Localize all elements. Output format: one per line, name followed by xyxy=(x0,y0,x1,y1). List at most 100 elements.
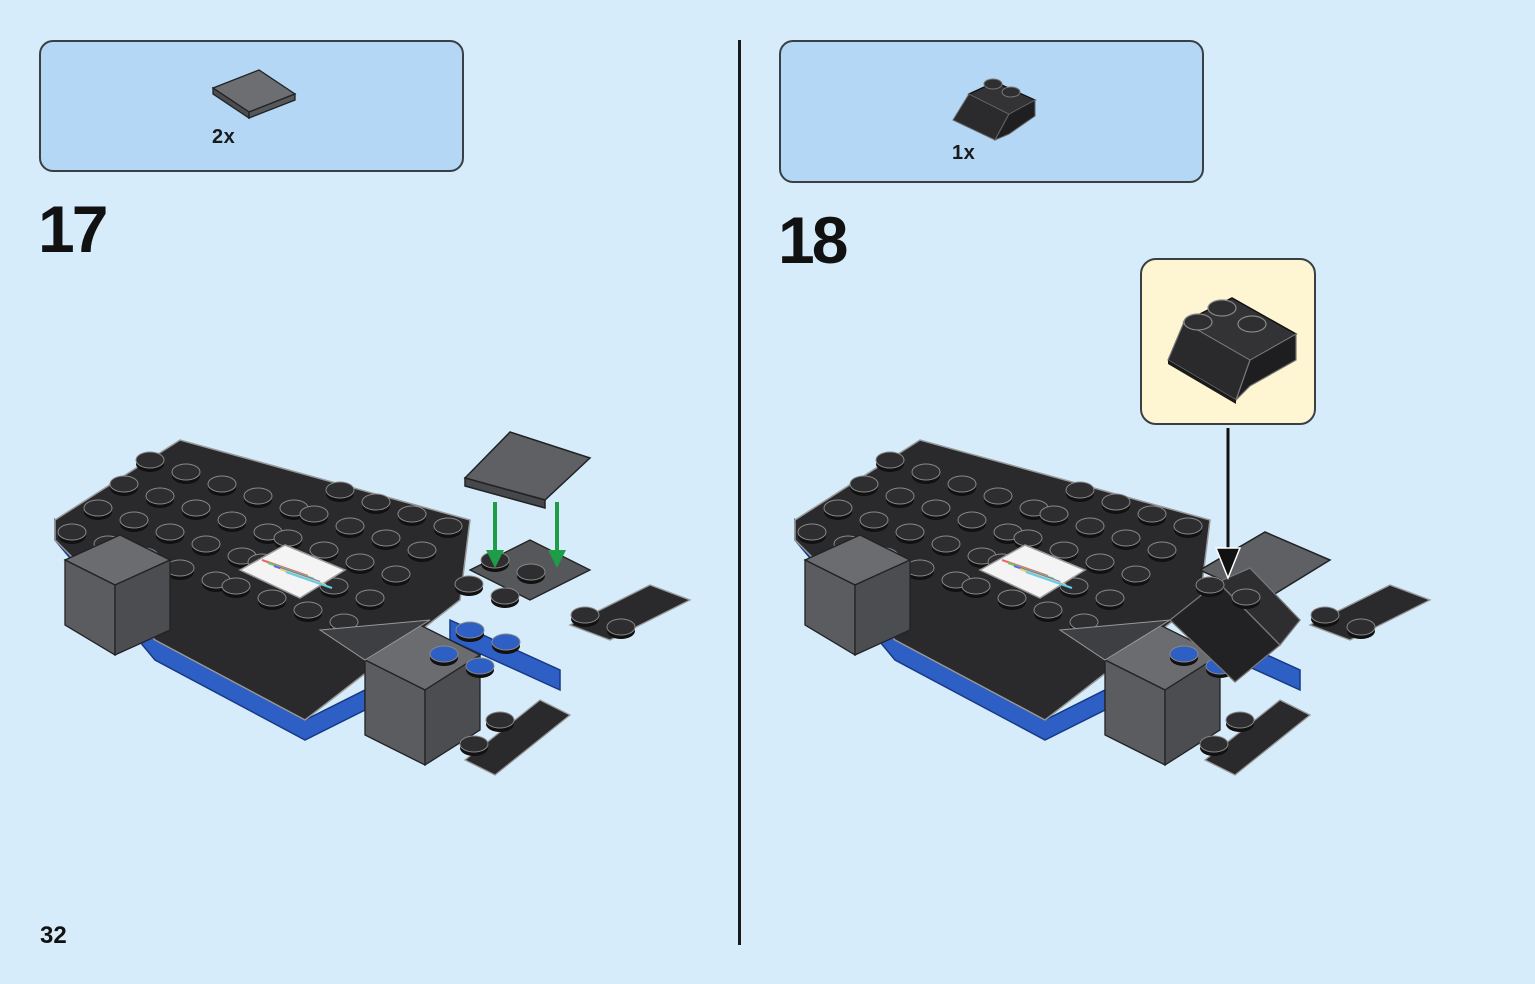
tile-print-line xyxy=(1025,571,1073,589)
left-plate-stud xyxy=(109,475,139,493)
front-arm-stud xyxy=(1225,711,1255,729)
left-plate-stud xyxy=(823,499,853,517)
left-plate-stud xyxy=(119,511,149,529)
step-18-parts-callout: 1x xyxy=(779,40,1204,183)
left-plate-stud xyxy=(931,535,961,553)
slope-stud xyxy=(1231,588,1261,606)
left-plate-stud xyxy=(947,475,977,493)
right-arm-stud xyxy=(1346,618,1376,636)
part-quantity: 2x xyxy=(212,126,236,148)
right-plate-stud xyxy=(1095,589,1125,607)
left-plate-stud xyxy=(171,463,201,481)
left-plate-stud xyxy=(135,451,165,469)
left-plate-stud xyxy=(859,511,889,529)
right-plate-stud xyxy=(221,577,251,595)
step-17-parts-callout: 2x xyxy=(39,40,464,172)
step-17-model-illustration xyxy=(54,431,692,776)
right-plate-stud xyxy=(1033,601,1063,619)
left-plate-stud xyxy=(191,535,221,553)
slope-brick-2x2-icon xyxy=(952,78,1037,142)
blue-area-stud xyxy=(491,633,521,651)
right-plate-stud xyxy=(433,517,463,535)
left-plate-stud xyxy=(83,499,113,517)
right-arm-stud xyxy=(606,618,636,636)
grey-block-side xyxy=(114,558,171,657)
right-arm-stud xyxy=(1310,606,1340,624)
left-plate-stud xyxy=(797,523,827,541)
right-plate-stud xyxy=(293,601,323,619)
step-number: 17 xyxy=(38,192,108,266)
placement-arrow-head xyxy=(1214,547,1242,581)
left-plate-stud xyxy=(885,487,915,505)
left-plate-stud xyxy=(983,487,1013,505)
left-plate-stud xyxy=(921,499,951,517)
right-plate-stud xyxy=(1137,505,1167,523)
right-arm-plate xyxy=(1308,584,1432,641)
left-plate-stud xyxy=(849,475,879,493)
right-plate-stud xyxy=(1101,493,1131,511)
left-plate-stud xyxy=(181,499,211,517)
front-arm-stud xyxy=(1199,735,1229,753)
page-divider xyxy=(738,40,741,945)
left-plate-stud xyxy=(217,511,247,529)
raised-base-stud xyxy=(516,563,546,581)
right-plate-stud xyxy=(371,529,401,547)
placement-arrow-head xyxy=(486,550,504,568)
blue-area-stud xyxy=(429,645,459,663)
right-plate-stud xyxy=(257,589,287,607)
step-number: 18 xyxy=(778,203,848,277)
grey-block-side xyxy=(854,558,911,657)
page-number: 32 xyxy=(40,922,67,949)
slope-stud xyxy=(1195,576,1225,594)
front-arm-plate xyxy=(1203,699,1312,776)
wedge-slope xyxy=(318,619,431,661)
left-plate-stud xyxy=(895,523,925,541)
right-plate-stud xyxy=(1121,565,1151,583)
blue-area-stud xyxy=(1169,645,1199,663)
falling-flat-tile-side xyxy=(464,477,546,509)
placement-arrow-head xyxy=(548,550,566,568)
right-plate-stud xyxy=(381,565,411,583)
right-plate-stud xyxy=(1075,517,1105,535)
right-arm-stud xyxy=(570,606,600,624)
right-plate-stud xyxy=(1049,541,1079,559)
right-plate-stud xyxy=(1147,541,1177,559)
left-plate-stud xyxy=(911,463,941,481)
right-plate-stud xyxy=(355,589,385,607)
raised-base-stud xyxy=(490,587,520,605)
right-plate-stud xyxy=(273,529,303,547)
right-plate-stud xyxy=(1111,529,1141,547)
left-plate-stud xyxy=(875,451,905,469)
right-plate-stud xyxy=(345,553,375,571)
slope-brick-2x2-zoom-icon xyxy=(1167,297,1298,404)
front-arm-stud xyxy=(485,711,515,729)
flat-tile-2x2-icon xyxy=(211,69,297,120)
raised-base-stud xyxy=(454,575,484,593)
right-plate-stud xyxy=(1065,481,1095,499)
right-plate-stud xyxy=(325,481,355,499)
left-plate-stud xyxy=(243,487,273,505)
right-plate-stud xyxy=(361,493,391,511)
blue-area-stud xyxy=(455,621,485,639)
right-plate-stud xyxy=(961,577,991,595)
right-plate-stud xyxy=(397,505,427,523)
wedge-slope xyxy=(1058,619,1171,661)
right-plate-stud xyxy=(1173,517,1203,535)
step-18-model-illustration xyxy=(794,428,1432,776)
left-plate-stud xyxy=(145,487,175,505)
left-plate-stud xyxy=(207,475,237,493)
right-plate-stud xyxy=(309,541,339,559)
part-quantity: 1x xyxy=(952,142,976,164)
left-plate-stud xyxy=(155,523,185,541)
placed-slope-top xyxy=(1216,567,1301,646)
left-plate-stud xyxy=(57,523,87,541)
right-plate-stud xyxy=(997,589,1027,607)
right-plate-stud xyxy=(335,517,365,535)
right-plate-stud xyxy=(299,505,329,523)
right-plate-stud xyxy=(407,541,437,559)
right-plate-stud xyxy=(1039,505,1069,523)
right-plate-stud xyxy=(1013,529,1043,547)
part-zoom-detail xyxy=(1140,258,1316,425)
blue-area-stud xyxy=(465,657,495,675)
tile-print-line xyxy=(285,571,333,589)
